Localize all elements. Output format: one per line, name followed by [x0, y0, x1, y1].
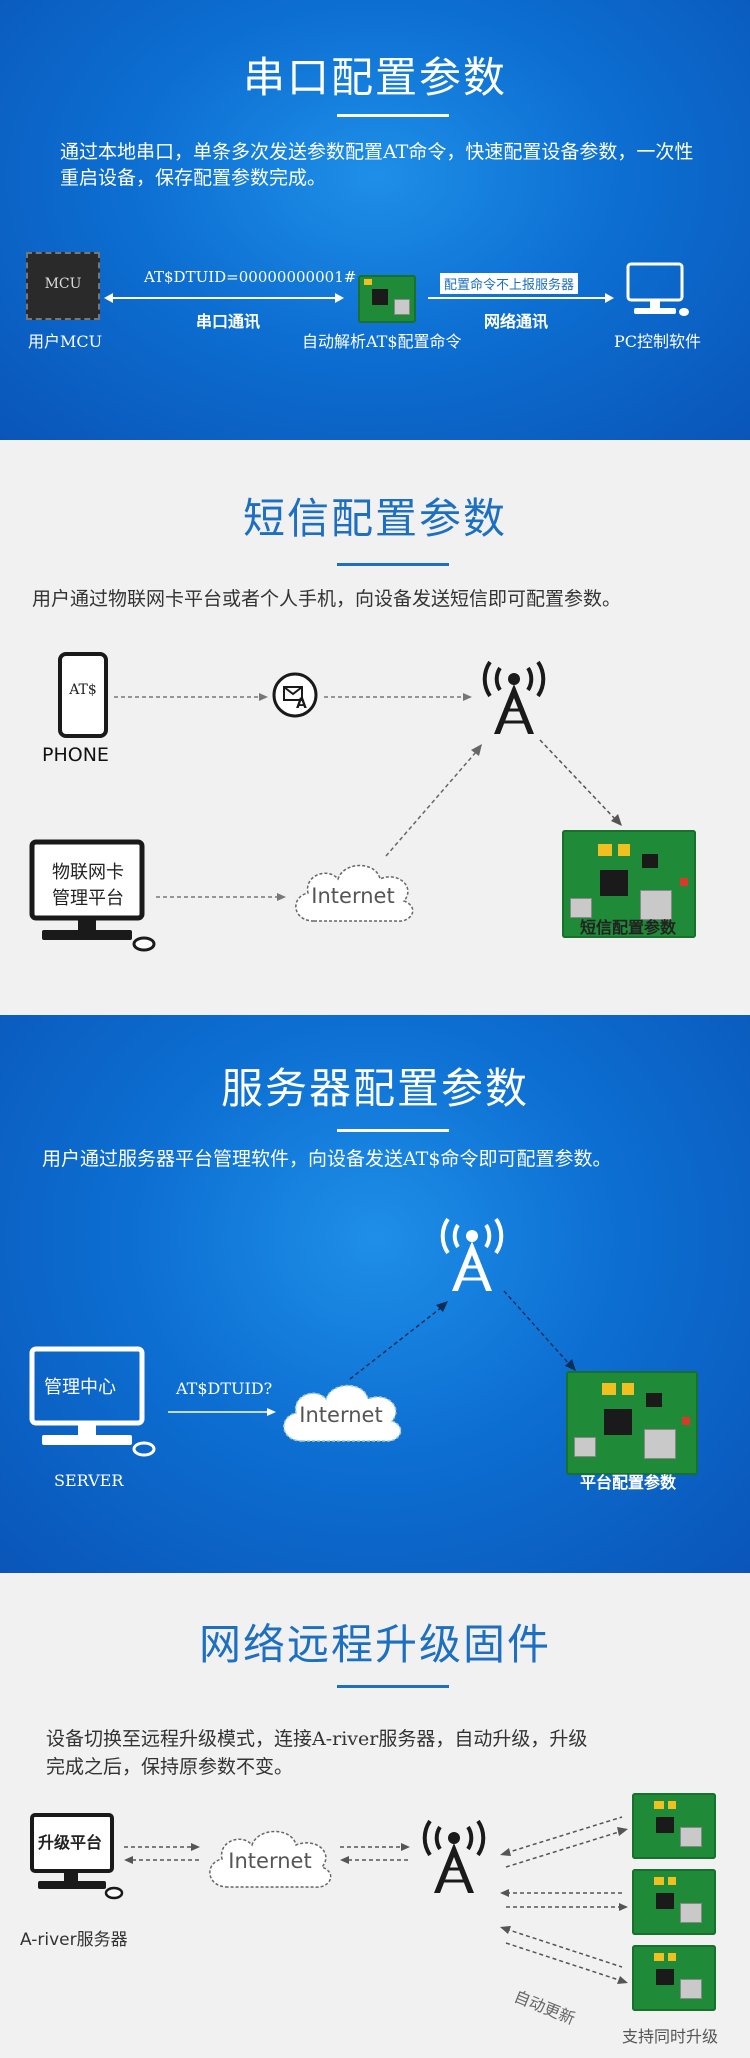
sms-title-underline [337, 563, 449, 566]
sms-to-tower-arrow [324, 693, 472, 701]
pc-computer-icon [626, 262, 689, 316]
pc-software-label: PC控制软件 [614, 332, 702, 351]
internet-cloud-icon [295, 864, 414, 922]
device-board-icon [566, 1371, 698, 1475]
server-to-cloud-arrow [168, 1408, 276, 1416]
network-comm-label: 网络通讯 [484, 312, 549, 331]
monitor-cloud-arrows [124, 1843, 200, 1864]
phone-icon: AT$ [58, 652, 108, 738]
cloud-tower-arrows [340, 1843, 410, 1864]
server-monitor-text: 管理中心 [44, 1377, 116, 1398]
cell-tower-icon [440, 1217, 504, 1291]
phone-to-sms-arrow [114, 693, 268, 701]
upgrade-monitor-text: 升级平台 [38, 1833, 103, 1852]
sms-message-icon: A [272, 672, 318, 718]
phone-label: PHONE [42, 744, 109, 766]
cell-tower-icon [422, 1819, 486, 1893]
serial-title: 串口配置参数 [242, 53, 507, 102]
mcu-label: 用户MCU [28, 332, 103, 351]
serial-title-underline [337, 114, 449, 117]
ariver-server-label: A-river服务器 [20, 1930, 128, 1950]
server-desc: 用户通过服务器平台管理软件，向设备发送AT$命令即可配置参数。 [42, 1148, 612, 1170]
cloud-to-tower-arrow [385, 744, 482, 857]
server-monitor-icon [29, 1346, 156, 1457]
internet-cloud-label: Internet [311, 884, 395, 908]
device-board-icon [632, 1945, 716, 2011]
upgrade-title: 网络远程升级固件 [198, 1620, 551, 1669]
upgrade-desc-line1: 设备切换至远程升级模式，连接A-river服务器，自动升级，升级 [46, 1728, 588, 1750]
server-at-command: AT$DTUID? [176, 1379, 273, 1398]
svg-text:A: A [296, 696, 307, 712]
simultaneous-upgrade-label: 支持同时升级 [622, 2027, 719, 2046]
section-sms-config: 短信配置参数 用户通过物联网卡平台或者个人手机，向设备发送短信即可配置参数。 A… [0, 440, 750, 1015]
platform-monitor-icon [29, 839, 156, 952]
device-board-icon [632, 1793, 716, 1859]
serial-desc-line1: 通过本地串口，单条多次发送参数配置AT命令，快速配置设备参数，一次性 [60, 141, 694, 163]
device-board-icon [562, 830, 696, 938]
internet-cloud-label: Internet [228, 1849, 312, 1873]
at-command-text: AT$DTUID=00000000001# [144, 268, 357, 286]
cell-tower-icon [482, 660, 546, 734]
server-title-underline [337, 1129, 449, 1132]
serial-desc-line2: 重启设备，保存配置参数完成。 [60, 167, 327, 189]
server-title: 服务器配置参数 [220, 1064, 529, 1113]
platform-line2: 管理平台 [52, 888, 124, 909]
device-board-icon [632, 1869, 716, 1935]
internet-cloud-icon [283, 1384, 402, 1442]
device-board-icon [358, 275, 416, 323]
tower-boards-arrows [500, 1816, 628, 1984]
auto-update-label: 自动更新 [511, 1986, 578, 2029]
section-firmware-upgrade: 网络远程升级固件 设备切换至远程升级模式，连接A-river服务器，自动升级，升… [0, 1573, 750, 2058]
config-note-badge: 配置命令不上报服务器 [440, 273, 579, 294]
sms-title: 短信配置参数 [242, 494, 507, 543]
section-server-config: 服务器配置参数 用户通过服务器平台管理软件，向设备发送AT$命令即可配置参数。 … [0, 1015, 750, 1573]
tower-to-device-arrow [503, 1290, 576, 1371]
phone-screen-text: AT$ [69, 682, 97, 698]
upgrade-desc-line2: 完成之后，保持原参数不变。 [46, 1756, 294, 1778]
mcu-chip-icon: MCU [26, 252, 100, 320]
device-parse-label: 自动解析AT$配置命令 [302, 332, 462, 351]
internet-cloud-label: Internet [299, 1403, 383, 1427]
section-serial-config: 串口配置参数 通过本地串口，单条多次发送参数配置AT命令，快速配置设备参数，一次… [0, 0, 750, 440]
upgrade-title-underline [337, 1685, 449, 1688]
serial-arrow [104, 293, 344, 303]
platform-line1: 物联网卡 [52, 862, 124, 883]
serial-comm-label: 串口通讯 [196, 312, 261, 331]
cloud-to-tower-arrow [349, 1301, 448, 1380]
server-label: SERVER [54, 1471, 124, 1490]
mcu-chip-text: MCU [44, 276, 82, 292]
internet-cloud-icon [209, 1830, 332, 1888]
sms-desc: 用户通过物联网卡平台或者个人手机，向设备发送短信即可配置参数。 [32, 588, 622, 610]
platform-config-label: 平台配置参数 [580, 1473, 677, 1492]
network-arrow [428, 293, 614, 303]
upgrade-monitor-icon [30, 1813, 124, 1900]
sms-config-label: 短信配置参数 [580, 918, 677, 937]
tower-to-device-arrow [539, 739, 622, 826]
platform-to-cloud-arrow [156, 893, 286, 901]
